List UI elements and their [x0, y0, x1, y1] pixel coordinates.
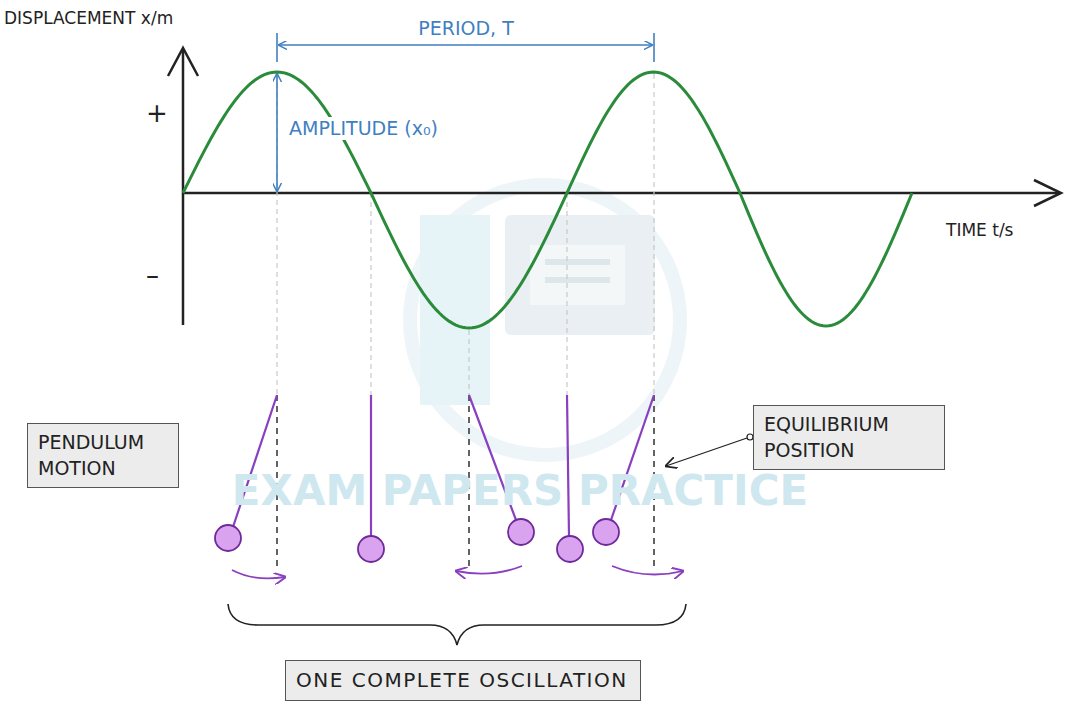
motion-arrow — [612, 566, 683, 575]
watermark: EXAM PAPERS PRACTICE — [232, 466, 808, 515]
pendulum-bob — [358, 536, 384, 562]
pendulum-bob — [557, 536, 583, 562]
watermark-logo — [410, 185, 680, 455]
guide-lines — [276, 74, 277, 395]
period-label: PERIOD, T — [418, 17, 514, 40]
axes — [1034, 180, 1061, 206]
box-text: EQUILIBRIUM POSITION — [764, 412, 934, 463]
motion-arrow — [456, 566, 522, 574]
leader-line — [666, 434, 753, 466]
axes — [182, 50, 185, 325]
pendulum-bob — [215, 519, 619, 562]
box-text: PENDULUM MOTION — [38, 430, 168, 481]
amplitude-label: AMPLITUDE (x₀) — [286, 117, 441, 140]
motion-arrow — [232, 570, 285, 578]
displacement-curve — [183, 72, 912, 328]
curly-bracket — [228, 604, 686, 645]
guide-lines — [370, 193, 371, 395]
sign-label: – — [146, 260, 159, 291]
sign-label: + — [146, 98, 168, 128]
axis-label: DISPLACEMENT x/m — [4, 8, 173, 28]
axis-label: TIME t/s — [946, 220, 1013, 240]
guide-lines — [468, 330, 469, 395]
callout-box: PENDULUM MOTION — [27, 423, 179, 488]
guide-lines — [653, 74, 654, 395]
guide-lines — [277, 74, 654, 395]
watermark-logo — [545, 277, 610, 283]
period-arrow — [653, 33, 655, 62]
period-label: PERIOD, T — [418, 17, 514, 39]
watermark-logo — [530, 245, 625, 305]
pendulum-bob — [215, 525, 241, 551]
amplitude-arrow — [276, 74, 278, 191]
caption-box: ONE COMPLETE OSCILLATION — [285, 660, 641, 701]
watermark: EXAM PAPERS PRACTICE — [232, 466, 808, 516]
motion-arrow — [232, 566, 683, 578]
axes — [168, 48, 198, 76]
pendulum-bob — [508, 519, 534, 545]
axes — [183, 192, 1060, 195]
guide-lines — [566, 193, 567, 395]
period-arrow — [276, 33, 278, 62]
watermark-logo — [545, 259, 610, 265]
watermark-logo — [410, 185, 680, 455]
leader-line — [666, 438, 747, 466]
axes — [168, 48, 1061, 325]
box-text: ONE COMPLETE OSCILLATION — [296, 667, 630, 694]
period-arrow — [279, 44, 652, 46]
watermark-logo — [420, 215, 490, 405]
amplitude-arrow — [276, 74, 278, 191]
amplitude-label: AMPLITUDE (x₀) — [289, 117, 438, 139]
sign-label: – — [146, 260, 159, 290]
callout-box: EQUILIBRIUM POSITION — [753, 405, 945, 470]
pendulum-bob — [593, 519, 619, 545]
axis-label: DISPLACEMENT x/m — [4, 8, 173, 28]
sign-label: + — [146, 98, 168, 129]
axis-label: TIME t/s — [946, 220, 1013, 240]
